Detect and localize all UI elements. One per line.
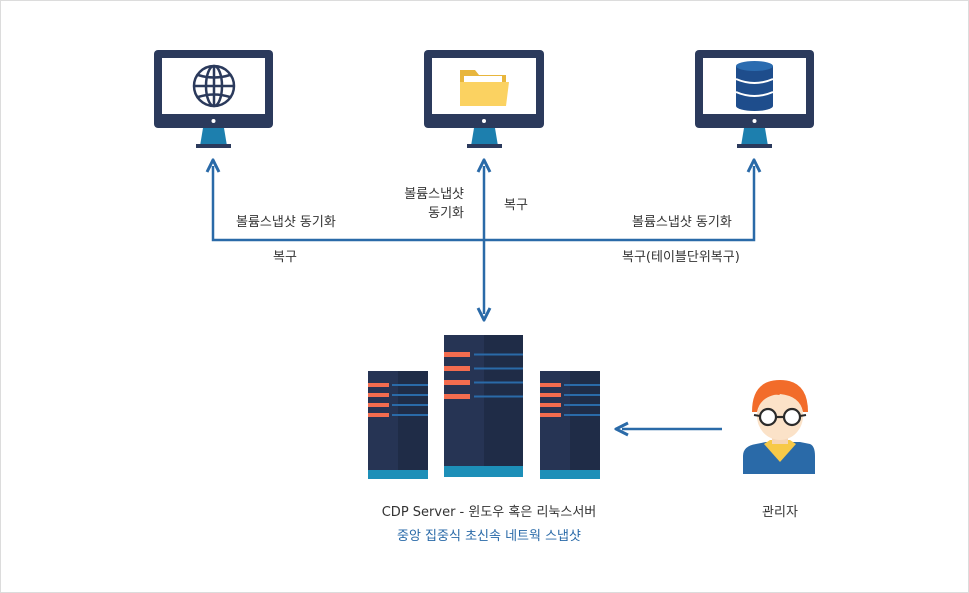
center-sync-label-line1: 볼륨스냅샷 xyxy=(404,187,464,202)
right-restore-label: 복구(테이블단위복구) xyxy=(622,250,740,265)
connector-lines xyxy=(213,166,754,429)
server-right xyxy=(540,371,600,479)
center-sync-label-line2: 동기화 xyxy=(428,206,464,221)
server-subtitle: 중앙 집중식 초신속 네트웍 스냅샷 xyxy=(397,529,581,544)
server-center xyxy=(444,335,523,477)
left-restore-label: 복구 xyxy=(273,250,297,265)
server-left xyxy=(368,371,428,479)
globe-icon xyxy=(192,64,236,108)
monitor-folder xyxy=(424,50,544,148)
left-sync-label: 볼륨스냅샷 동기화 xyxy=(236,215,336,230)
center-restore-label: 복구 xyxy=(504,198,528,213)
monitor-database xyxy=(695,50,814,148)
admin-label: 관리자 xyxy=(762,505,798,520)
admin-avatar-icon xyxy=(743,380,815,474)
server-icon xyxy=(368,335,600,479)
database-icon xyxy=(735,61,774,111)
monitor-globe xyxy=(154,50,273,148)
folder-icon xyxy=(460,70,509,106)
right-sync-label: 볼륨스냅샷 동기화 xyxy=(632,215,732,230)
server-title: CDP Server - 윈도우 혹은 리눅스서버 xyxy=(381,505,597,520)
